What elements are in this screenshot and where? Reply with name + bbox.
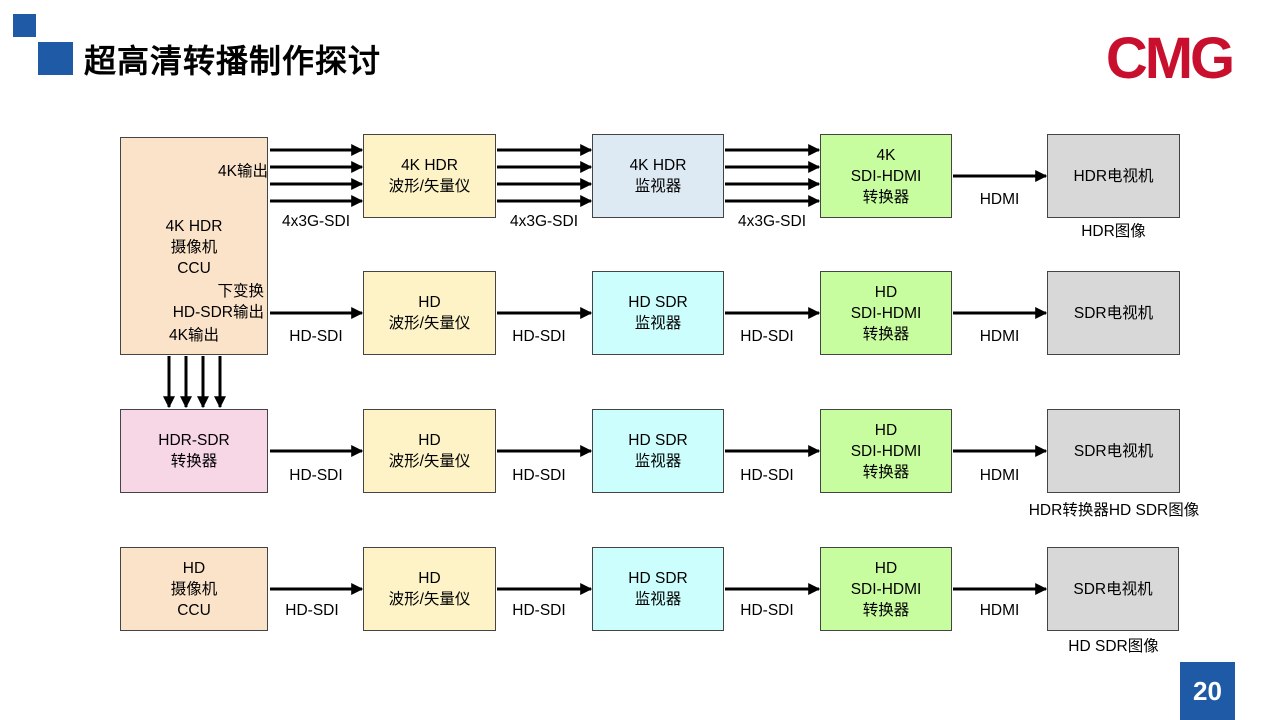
row4-link2-label: HD-SDI — [512, 602, 566, 619]
row3-link1-label: HD-SDI — [289, 467, 343, 484]
row2-link4-label: HDMI — [979, 328, 1020, 345]
row4-caption: HD SDR图像 — [1068, 638, 1159, 655]
row4-link4-label: HDMI — [979, 602, 1020, 619]
row4-monitor: HD SDR 监视器 — [592, 547, 724, 631]
row1-link2-label: 4x3G-SDI — [509, 213, 579, 230]
row3-monitor: HD SDR 监视器 — [592, 409, 724, 493]
camera-4k-hdr-ccu — [120, 137, 268, 355]
row3-waveform-vectorscope: HD 波形/矢量仪 — [363, 409, 496, 493]
svg-text:CMG: CMG — [1106, 30, 1232, 86]
row3-link4-label: HDMI — [979, 467, 1020, 484]
label-4k-hdr-camera-ccu: 4K HDR 摄像机 CCU — [165, 218, 223, 277]
row1-link4-label: HDMI — [979, 191, 1020, 208]
row4-tv: SDR电视机 — [1047, 547, 1179, 631]
row2-monitor: HD SDR 监视器 — [592, 271, 724, 355]
row1-waveform-vectorscope: 4K HDR 波形/矢量仪 — [363, 134, 496, 218]
row1-caption: HDR图像 — [1081, 223, 1146, 240]
row1-link3-label: 4x3G-SDI — [737, 213, 807, 230]
label-4k-output-top: 4K输出 — [218, 163, 268, 180]
row4-link1-label: HD-SDI — [285, 602, 339, 619]
header-accent-square-large — [38, 42, 73, 75]
row1-monitor: 4K HDR 监视器 — [592, 134, 724, 218]
row3-hdr-sdr-converter: HDR-SDR 转换器 — [120, 409, 268, 493]
row4-sdi-hdmi-converter: HD SDI-HDMI 转换器 — [820, 547, 952, 631]
row1-sdi-hdmi-converter: 4K SDI-HDMI 转换器 — [820, 134, 952, 218]
row2-sdi-hdmi-converter: HD SDI-HDMI 转换器 — [820, 271, 952, 355]
row2-link1-label: HD-SDI — [289, 328, 343, 345]
row2-tv: SDR电视机 — [1047, 271, 1180, 355]
row4-link3-label: HD-SDI — [740, 602, 794, 619]
header-accent-square-small — [13, 14, 36, 37]
page-title: 超高清转播制作探讨 — [84, 42, 382, 80]
label-4k-output-bottom: 4K输出 — [169, 327, 219, 344]
row2-link3-label: HD-SDI — [740, 328, 794, 345]
row4-waveform-vectorscope: HD 波形/矢量仪 — [363, 547, 496, 631]
label-downconvert-hd-sdr-output: 下变换 HD-SDR输出 — [172, 283, 264, 321]
row3-tv: SDR电视机 — [1047, 409, 1180, 493]
row3-sdi-hdmi-converter: HD SDI-HDMI 转换器 — [820, 409, 952, 493]
row3-caption: HDR转换器HD SDR图像 — [1028, 502, 1200, 519]
row2-waveform-vectorscope: HD 波形/矢量仪 — [363, 271, 496, 355]
row4-hd-camera-ccu: HD 摄像机 CCU — [120, 547, 268, 631]
row3-link2-label: HD-SDI — [512, 467, 566, 484]
row3-link3-label: HD-SDI — [740, 467, 794, 484]
page-number: 20 — [1180, 662, 1235, 720]
row1-tv: HDR电视机 — [1047, 134, 1180, 218]
row1-link1-label: 4x3G-SDI — [281, 213, 351, 230]
row2-link2-label: HD-SDI — [512, 328, 566, 345]
cmg-logo: CMG — [1106, 30, 1235, 86]
